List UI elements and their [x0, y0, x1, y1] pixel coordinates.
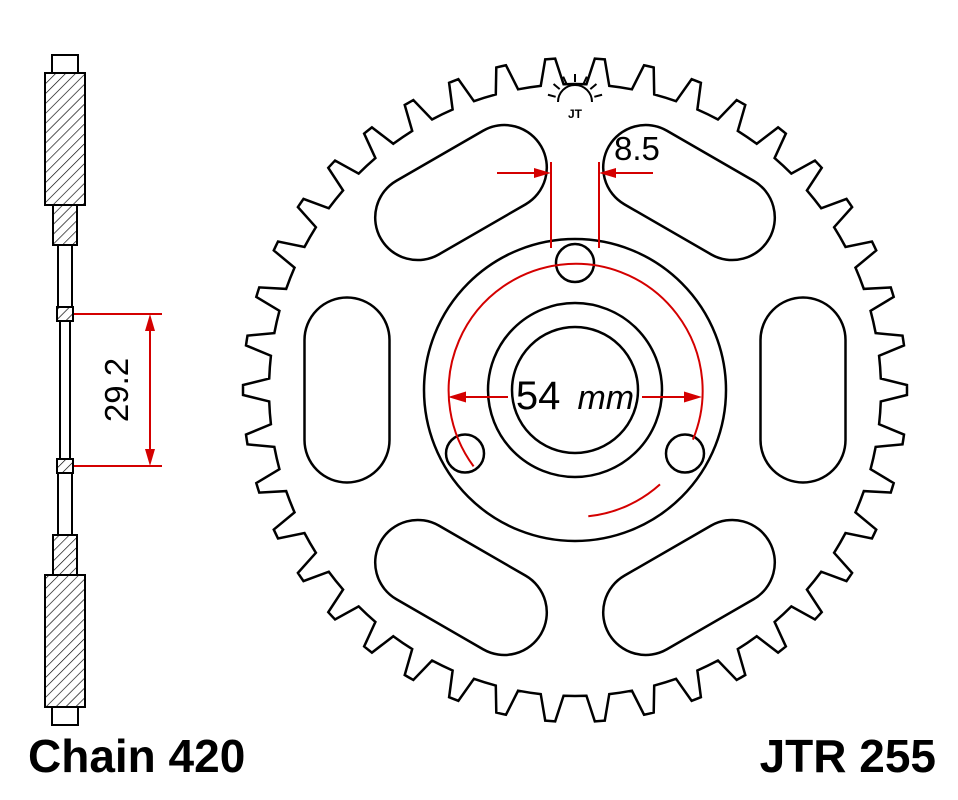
bolt-circle-arc [447, 262, 704, 467]
lightening-slot [601, 123, 777, 262]
side-view-bottom-hub [56, 458, 74, 474]
lightening-slot [759, 296, 847, 484]
side-view-hatched-parts [44, 72, 86, 708]
lightening-slot [373, 123, 549, 262]
dim-bolt-circle-value: 54 [516, 374, 561, 418]
dim-section-width-text: 29.2 [98, 358, 135, 422]
side-view-top-hub [56, 306, 74, 322]
side-view-plate [59, 320, 71, 460]
lightening-slot [303, 296, 391, 484]
sprocket-teeth-outline [241, 57, 909, 723]
jt-sun-logo-icon: JT [547, 74, 603, 121]
side-view-top-tooth-block [44, 72, 86, 206]
sun-ray [547, 93, 556, 98]
dim-hole-diameter-text: 8.5 [614, 130, 660, 167]
sun-ray [582, 76, 588, 85]
dim-54-arrow-right [684, 391, 702, 403]
side-view-top-step [52, 204, 78, 246]
jt-logo-text: JT [568, 107, 583, 121]
sun-ray [552, 83, 561, 90]
dim-85-arrow-right [599, 168, 616, 178]
plate-circle [422, 237, 728, 543]
front-view [241, 57, 909, 723]
side-view-top-cap [51, 54, 79, 74]
side-view-bottom-cap [51, 706, 79, 726]
bolt-holes [444, 242, 706, 474]
dimension-lines [74, 162, 704, 518]
dim-292-arrow-top [145, 314, 155, 331]
side-view-bottom-tooth-block [44, 574, 86, 708]
bolt-hole [554, 242, 596, 284]
sun-ray [562, 76, 568, 85]
footer-part-number: JTR 255 [760, 730, 936, 782]
dim-bolt-circle-text: 54 mm [516, 374, 634, 418]
sun-rays [547, 74, 603, 98]
sun-ray [594, 93, 603, 98]
footer-chain-label: Chain 420 [28, 730, 245, 782]
dim-bolt-circle-unit: mm [577, 379, 634, 417]
bore-circle [510, 325, 640, 455]
bolt-hole [444, 433, 486, 474]
bolt-hole [664, 433, 706, 474]
dimension-arrowheads [145, 168, 702, 466]
dim-54-arrow-left [448, 391, 466, 403]
side-view-section [44, 54, 86, 726]
lightening-slots [303, 123, 847, 657]
lightening-slot [601, 518, 777, 657]
hub-circle [486, 301, 664, 479]
side-view-bottom-step [52, 534, 78, 576]
side-view-top-neck [57, 244, 73, 308]
sun-semicircle [557, 84, 593, 103]
dim-292-arrow-bottom [145, 449, 155, 466]
bolt-circle-arc-small [588, 483, 661, 518]
lightening-slot [373, 518, 549, 657]
side-view-bottom-neck [57, 472, 73, 536]
sun-ray [589, 83, 598, 90]
dim-85-arrow-left [534, 168, 551, 178]
